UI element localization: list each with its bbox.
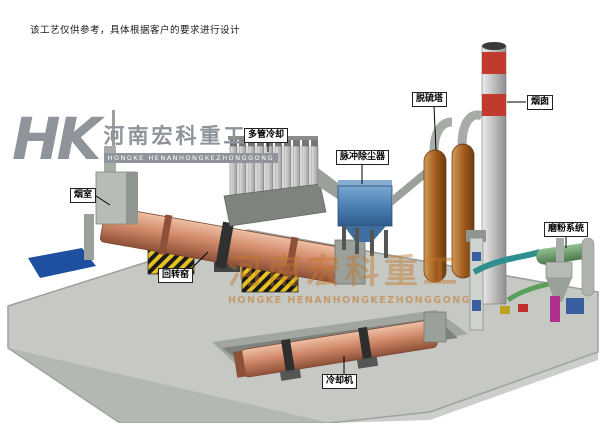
kiln-outlet-hood: [334, 239, 366, 285]
label-desulfurization-tower: 脱硫塔: [412, 92, 448, 107]
mill-box: [566, 298, 584, 314]
logo-monogram: HK: [12, 105, 101, 173]
girth-gear: [215, 221, 234, 269]
multi-tube-cooler: [223, 136, 342, 227]
logo-caption: HONGKE HENANHONGKEZHONGGONG: [103, 153, 279, 163]
label-chimney: 烟囱: [527, 95, 554, 110]
collector-outlet-duct: [392, 166, 428, 206]
rotary-kiln: [99, 206, 347, 284]
disclaimer-text: 该工艺仅供参考，具体根据客户的要求进行设计: [30, 25, 241, 36]
blue-pad: [28, 248, 96, 278]
label-pulse-dust-collector: 脉冲除尘器: [336, 150, 390, 165]
magenta-duct: [550, 296, 560, 322]
label-grinding-system: 磨粉系统: [544, 222, 589, 237]
desulfurization-towers: [423, 110, 485, 283]
label-multi-tube-cooler: 多管冷却: [244, 128, 289, 143]
cooler-outlet-duct: [318, 168, 342, 202]
logo-company-name: 河南宏科重工: [103, 124, 248, 148]
cyclone: [546, 278, 572, 302]
company-logo: HK 河南宏科重工 HONGKE HENANHONGKEZHONGGONG: [12, 105, 279, 173]
label-cooling-machine: 冷却机: [322, 374, 358, 389]
cooling-machine-hood: [423, 311, 447, 343]
smoke-chamber: [84, 110, 138, 260]
cooling-machine: [233, 319, 438, 381]
grinding-system: [472, 237, 595, 322]
pulse-dust-collector: [337, 166, 428, 258]
label-rotary-kiln: 回转窑: [158, 268, 194, 283]
bucket-elevator: [466, 230, 486, 331]
label-smoke-chamber: 烟室: [70, 188, 97, 203]
leader-lines: [95, 101, 567, 374]
